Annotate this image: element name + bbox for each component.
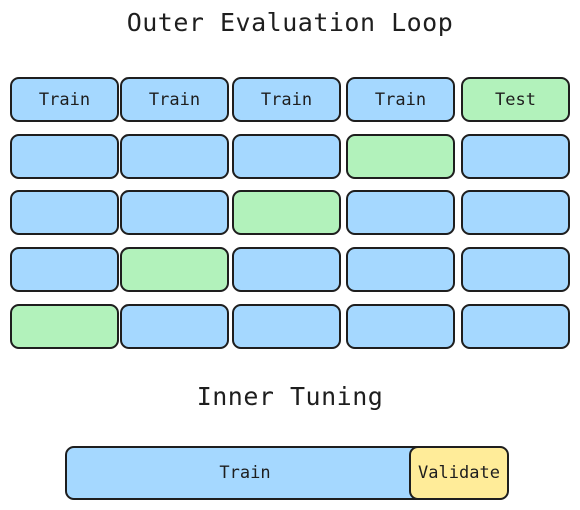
fold-cell-r1-c1: Train (10, 77, 119, 122)
fold-cell-r2-c3 (232, 134, 341, 179)
inner-validate-label: Validate (418, 463, 500, 483)
fold-cell-r5-c2 (120, 304, 229, 349)
fold-cell-label: Train (260, 89, 313, 110)
fold-cell-r5-c3 (232, 304, 341, 349)
inner-train-segment: Train (65, 446, 425, 500)
fold-cell-r5-c4 (346, 304, 455, 349)
fold-cell-r3-c2 (120, 190, 229, 235)
fold-cell-r4-c5 (461, 247, 570, 292)
fold-cell-r2-c1 (10, 134, 119, 179)
fold-cell-r4-c2 (120, 247, 229, 292)
fold-cell-r2-c4 (346, 134, 455, 179)
fold-cell-label: Train (374, 89, 427, 110)
fold-cell-r1-c2: Train (120, 77, 229, 122)
fold-cell-label: Train (148, 89, 201, 110)
inner-tuning-bar: Train Validate (65, 446, 511, 500)
fold-cell-r4-c4 (346, 247, 455, 292)
fold-cell-r3-c3 (232, 190, 341, 235)
fold-cell-r5-c1 (10, 304, 119, 349)
fold-cell-r4-c3 (232, 247, 341, 292)
fold-cell-r1-c4: Train (346, 77, 455, 122)
fold-cell-r2-c2 (120, 134, 229, 179)
fold-cell-r1-c5: Test (461, 77, 570, 122)
inner-train-label: Train (219, 463, 271, 483)
fold-cell-r2-c5 (461, 134, 570, 179)
fold-cell-r3-c4 (346, 190, 455, 235)
fold-cell-label: Test (495, 89, 536, 110)
inner-tuning-title: Inner Tuning (196, 382, 384, 411)
outer-fold-grid: Train Train Train Train Test (10, 77, 570, 349)
fold-cell-r4-c1 (10, 247, 119, 292)
fold-cell-label: Train (38, 89, 91, 110)
outer-loop-title: Outer Evaluation Loop (126, 8, 454, 37)
fold-cell-r3-c1 (10, 190, 119, 235)
fold-cell-r5-c5 (461, 304, 570, 349)
fold-cell-r3-c5 (461, 190, 570, 235)
fold-cell-r1-c3: Train (232, 77, 341, 122)
inner-validate-segment: Validate (409, 446, 509, 500)
